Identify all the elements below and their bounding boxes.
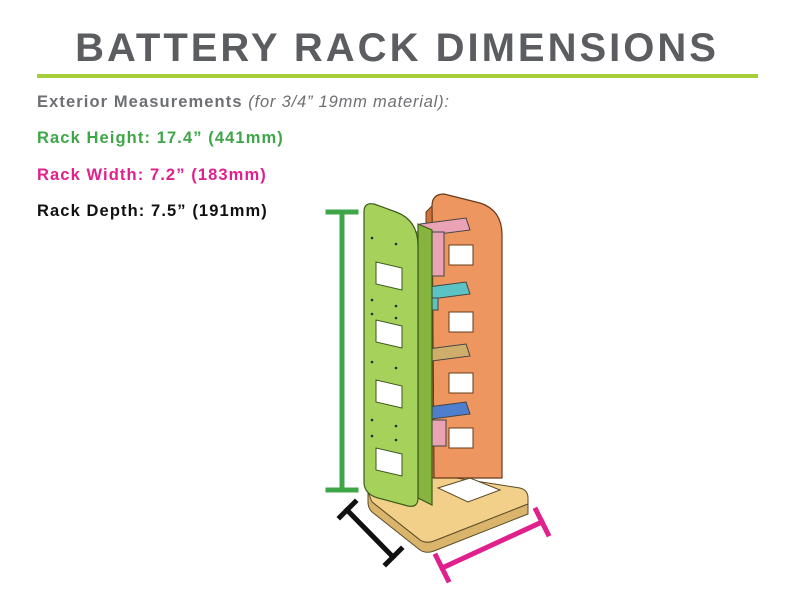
depth-dimension-marker — [336, 498, 405, 568]
material-note: (for 3/4” 19mm material): — [248, 93, 450, 111]
width-dimension-marker — [432, 506, 552, 584]
left-side-panel — [363, 203, 433, 507]
exterior-measurements-heading: Exterior Measurements (for 3/4” 19mm mat… — [37, 93, 450, 112]
rack-width-text: Rack Width: 7.2” (183mm) — [37, 166, 267, 184]
screw-holes — [370, 236, 398, 442]
rack-depth-text: Rack Depth: 7.5” (191mm) — [37, 202, 268, 220]
height-dimension-marker — [325, 209, 359, 493]
rack-height-text: Rack Height: 17.4” (441mm) — [37, 129, 284, 147]
exterior-measurements-label: Exterior Measurements — [37, 93, 243, 111]
page-title: BATTERY RACK DIMENSIONS — [75, 26, 719, 70]
title-underline — [37, 74, 758, 78]
